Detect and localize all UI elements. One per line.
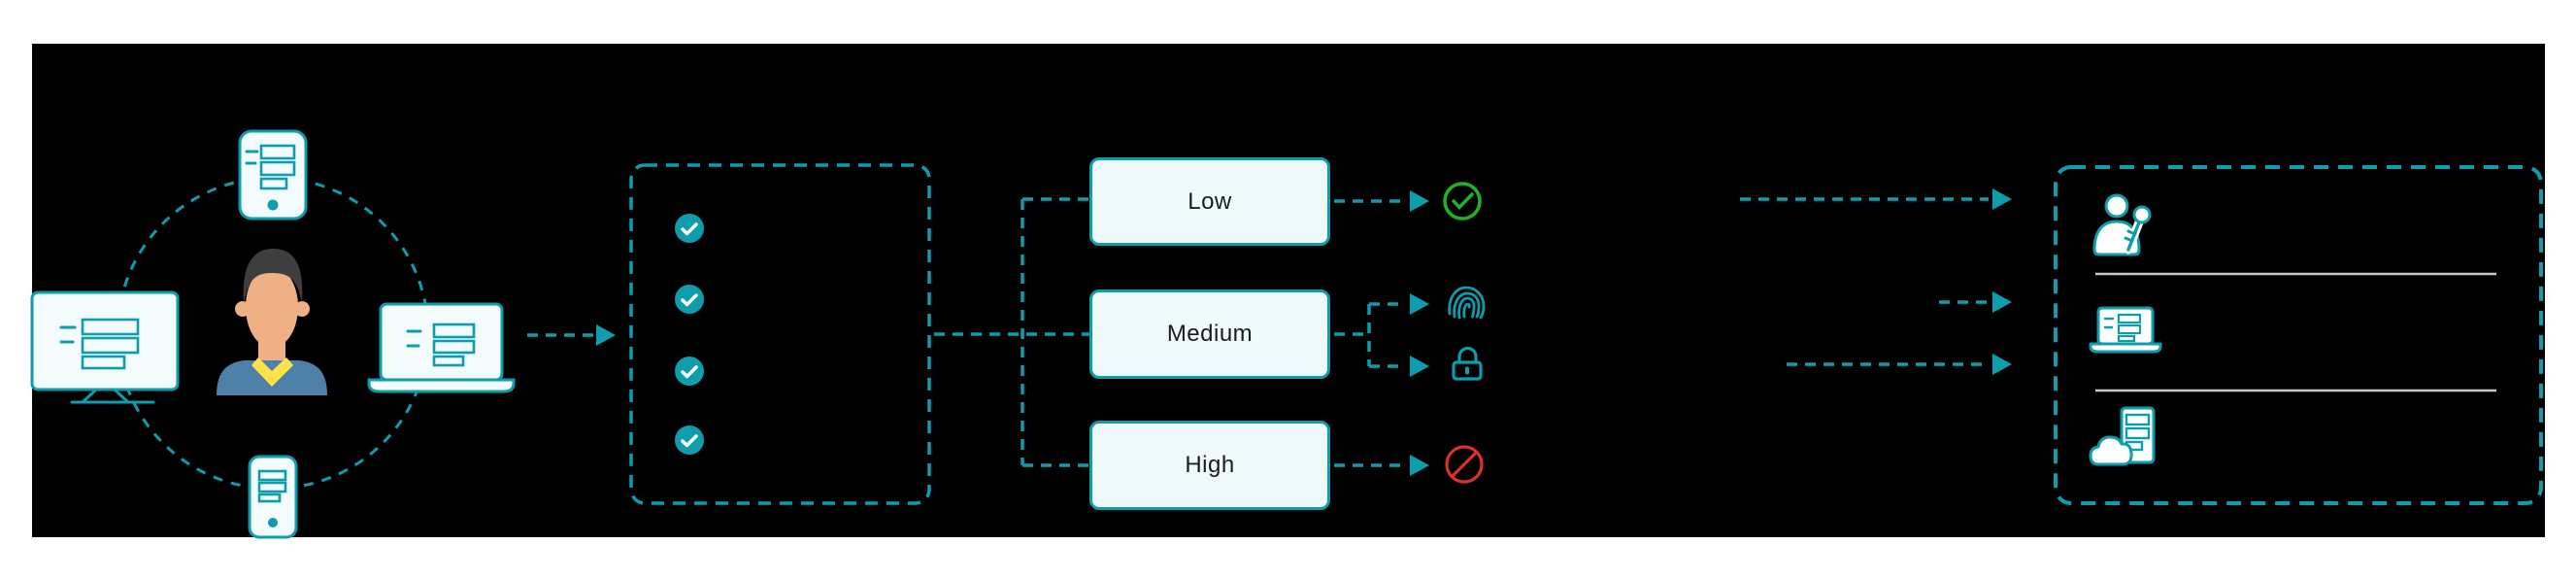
check-circle-icon: [675, 357, 704, 386]
connector-high-to-block: [1334, 455, 1429, 476]
risk-box-high: High: [1089, 421, 1330, 510]
laptop-apps-icon: [2089, 306, 2162, 354]
check-circle-icon: [675, 285, 704, 314]
check-circle-icon: [675, 425, 704, 455]
risk-box-high-label: High: [1185, 452, 1235, 478]
connector-low-to-allow: [1334, 190, 1429, 212]
arrow-stepup-fingerprint-to-resources: [1939, 291, 2012, 313]
verification-panel-dashed-box: [629, 163, 931, 505]
verification-checkmarks: [675, 214, 704, 455]
arrow-stepup-padlock-to-resources: [1787, 354, 2012, 375]
risk-box-medium-label: Medium: [1166, 321, 1254, 347]
cloud-server-icon: [2089, 406, 2156, 466]
person-avatar-icon: [217, 249, 327, 395]
arrow-cluster-to-panel: [527, 324, 616, 346]
check-circle-green-icon: [1443, 182, 1482, 221]
risk-box-medium: Medium: [1089, 289, 1330, 379]
risk-box-low: Low: [1089, 157, 1330, 246]
desktop-monitor-icon: [30, 290, 180, 404]
laptop-icon: [367, 302, 516, 393]
fingerprint-icon: [1448, 286, 1486, 320]
mobile-phone-bottom-icon: [248, 455, 298, 539]
mobile-phone-top-icon: [238, 129, 308, 221]
connector-medium-to-stepup: [1334, 293, 1429, 377]
padlock-icon: [1452, 346, 1483, 381]
arrow-allow-to-resources: [1740, 188, 2012, 210]
user-with-key-icon: [2092, 193, 2152, 256]
connector-panel-to-risk-boxes: [934, 197, 1089, 467]
resource-panel-dashed-box: [2054, 165, 2543, 505]
risk-box-low-label: Low: [1188, 187, 1232, 215]
check-circle-icon: [675, 214, 704, 243]
blocked-red-icon: [1445, 445, 1484, 484]
